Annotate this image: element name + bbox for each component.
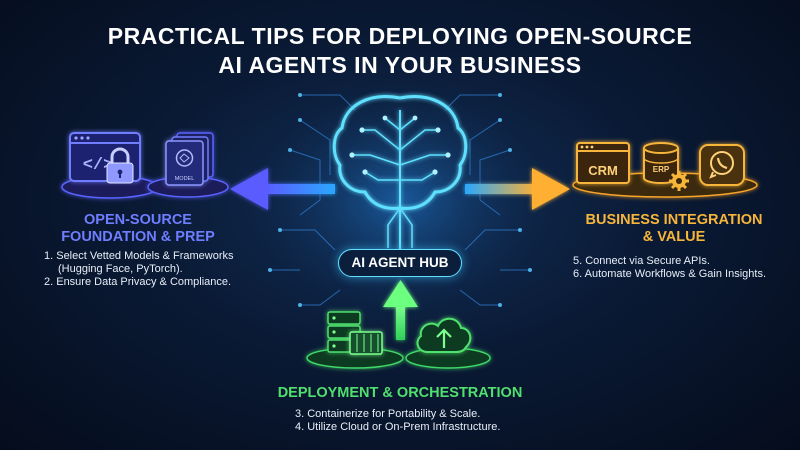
brain-circuit-icon bbox=[332, 95, 468, 250]
padlock-icon bbox=[106, 147, 134, 184]
crm-window-icon bbox=[576, 142, 630, 184]
list-item: 6. Automate Workflows & Gain Insights. bbox=[573, 268, 766, 280]
left-heading: OPEN-SOURCE FOUNDATION & PREP bbox=[38, 212, 238, 246]
erp-tag: ERP bbox=[653, 165, 670, 174]
cloud-upload-icon bbox=[416, 317, 472, 353]
left-arrow bbox=[230, 168, 335, 210]
erp-database-icon bbox=[643, 142, 679, 184]
left-tips-list: 1. Select Vetted Models & Frameworks (Hu… bbox=[44, 250, 254, 289]
list-item: 5. Connect via Secure APIs. bbox=[573, 255, 710, 267]
bottom-heading: DEPLOYMENT & ORCHESTRATION bbox=[277, 385, 523, 401]
container-icon bbox=[349, 331, 383, 355]
right-arrow bbox=[465, 168, 570, 210]
crm-tag: CRM bbox=[588, 163, 618, 178]
list-item: 2. Ensure Data Privacy & Compliance. bbox=[44, 276, 232, 288]
left-heading-line-1: OPEN-SOURCE bbox=[84, 212, 192, 228]
right-heading: BUSINESS INTEGRATION & VALUE bbox=[568, 212, 780, 246]
up-arrow bbox=[383, 280, 418, 340]
list-item: 4. Utilize Cloud or On-Prem Infrastructu… bbox=[295, 421, 501, 433]
bottom-tips-list: 3. Containerize for Portability & Scale.… bbox=[295, 408, 555, 434]
list-item: 3. Containerize for Portability & Scale. bbox=[295, 408, 481, 420]
title-line-1: PRACTICAL TIPS FOR DEPLOYING OPEN-SOURCE bbox=[107, 23, 693, 49]
gear-icon bbox=[669, 171, 689, 191]
page-title: PRACTICAL TIPS FOR DEPLOYING OPEN-SOURCE… bbox=[0, 22, 800, 80]
right-heading-line-2: & VALUE bbox=[642, 229, 706, 245]
list-item: 1. Select Vetted Models & Frameworks (Hu… bbox=[44, 250, 234, 275]
right-tips-list: 5. Connect via Secure APIs. 6. Automate … bbox=[573, 255, 773, 281]
chat-bubble-icon bbox=[699, 144, 745, 186]
left-heading-line-2: FOUNDATION & PREP bbox=[61, 229, 215, 245]
hub-label: AI AGENT HUB bbox=[338, 249, 462, 277]
right-heading-line-1: BUSINESS INTEGRATION bbox=[585, 212, 763, 228]
title-line-2: AI AGENTS IN YOUR BUSINESS bbox=[218, 52, 582, 78]
model-tag: MODEL bbox=[175, 176, 195, 182]
model-stack-icon bbox=[165, 132, 214, 186]
svg-text:</>: </> bbox=[83, 156, 114, 175]
circuit-traces bbox=[270, 94, 530, 306]
